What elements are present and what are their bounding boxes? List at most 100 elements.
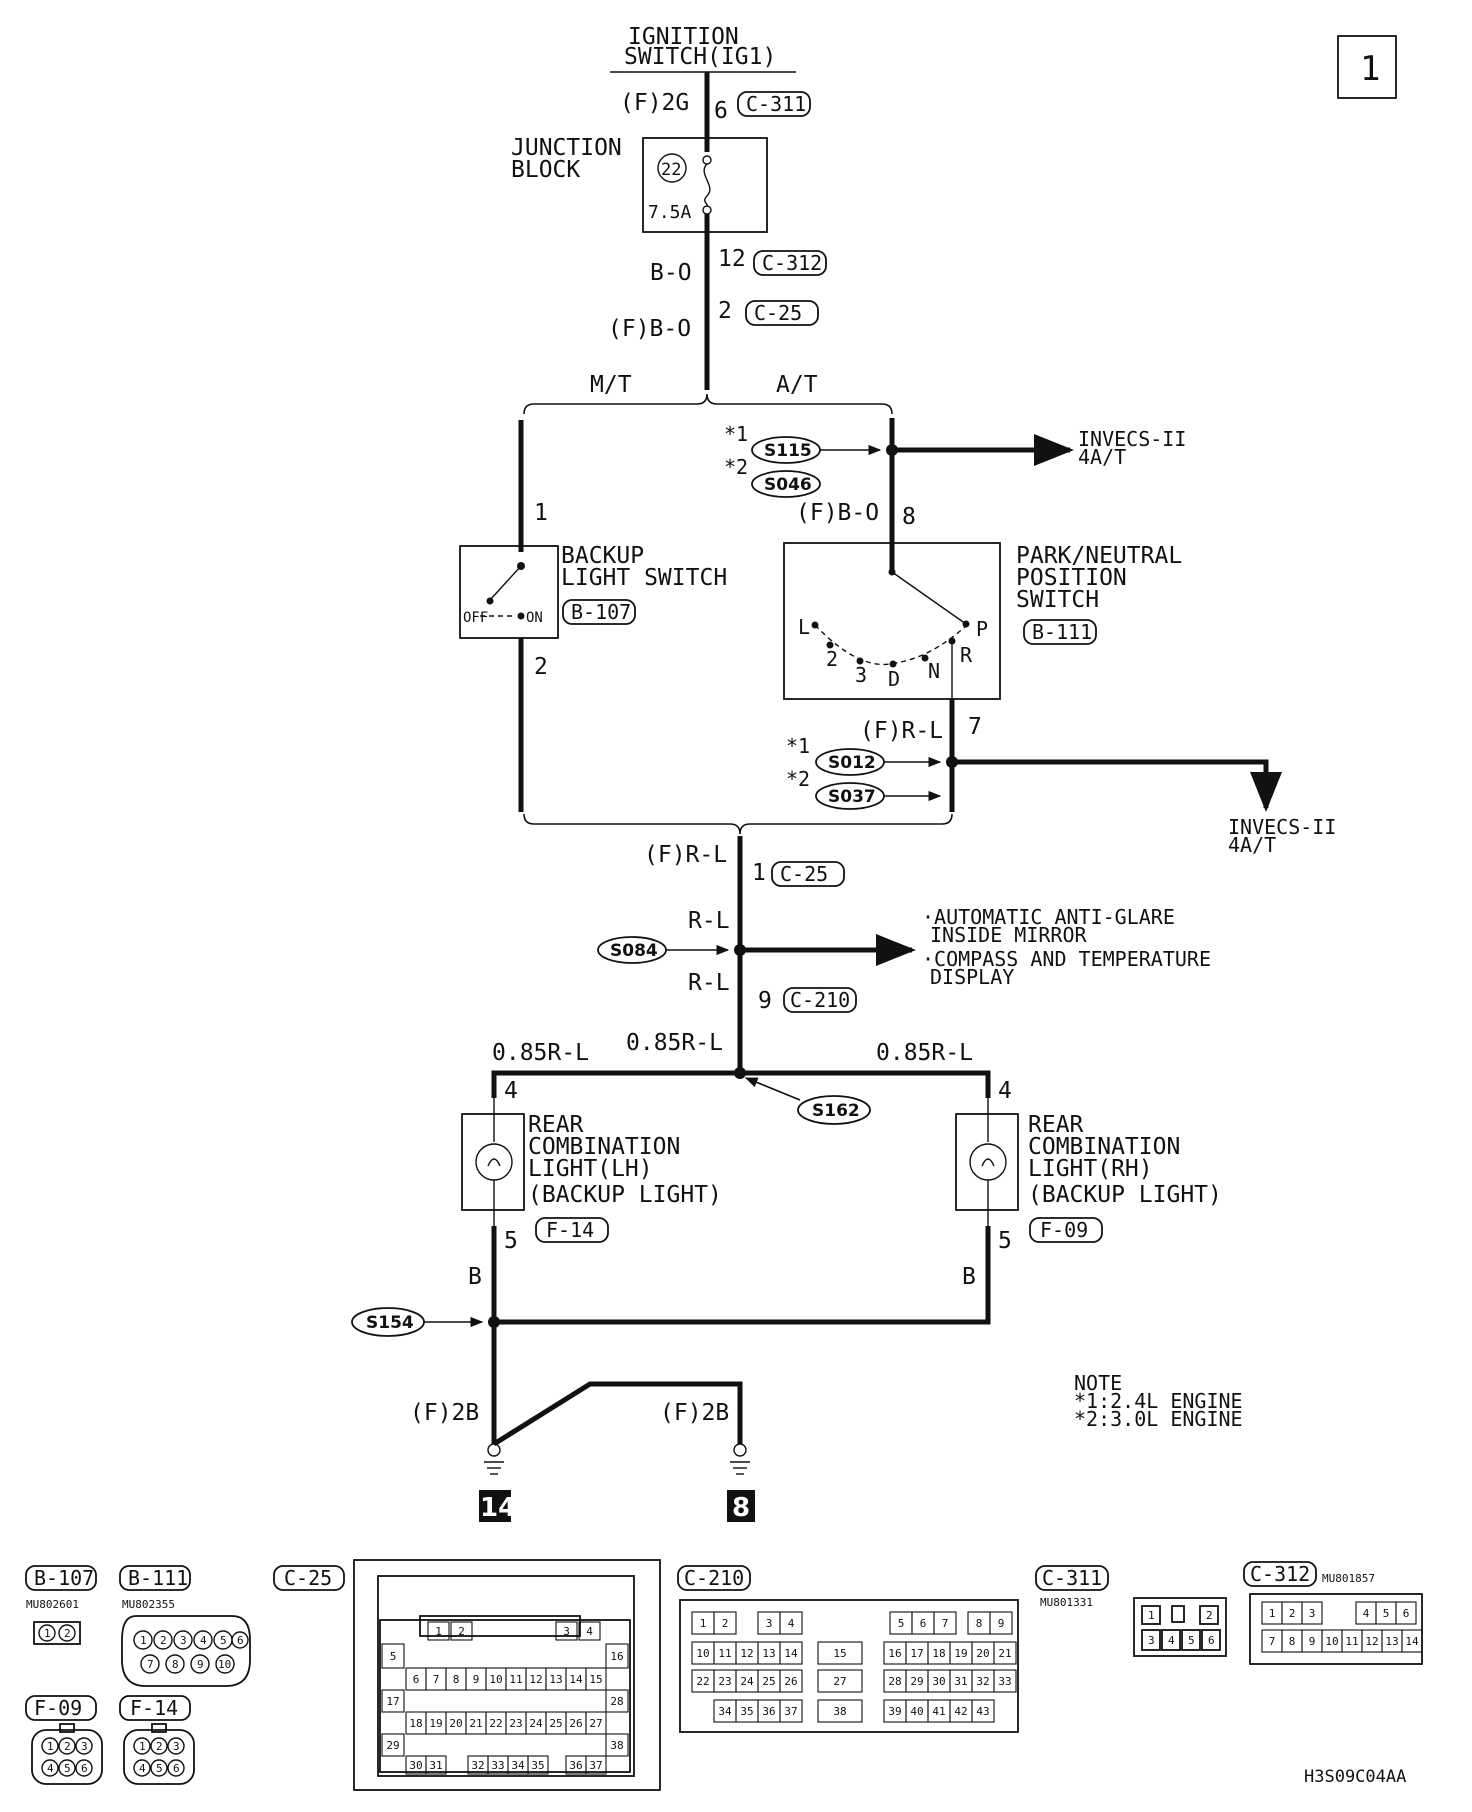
lamp-rh-pin-4: 4 [998,1078,1012,1104]
c25-pin: 6 [413,1673,420,1686]
svg-text:2: 2 [64,1740,71,1753]
c210-pin: 6 [920,1617,927,1630]
c25-pin: 18 [409,1717,422,1730]
c210-pin-cell [779,1611,803,1635]
c25-pin: 36 [569,1759,582,1772]
pos-3: 3 [855,663,867,687]
c25-pin: 32 [471,1759,484,1772]
c25-pin: 27 [589,1717,602,1730]
svg-text:B-107: B-107 [571,600,631,624]
svg-text:C-311: C-311 [1042,1566,1102,1590]
c25-pin-cell [605,1733,629,1757]
c210-pin: 27 [833,1675,846,1688]
svg-text:S154: S154 [366,1313,414,1333]
svg-text:3: 3 [81,1740,88,1753]
wire-fbo-label: (F)B-O [608,316,691,342]
fuse-element [703,163,711,207]
c311-part: MU801331 [1040,1596,1093,1609]
backup-switch-label-2: LIGHT SWITCH [561,565,727,591]
c25-pin: 33 [491,1759,504,1772]
connector-tag-f14: F-14 [535,1217,609,1243]
c210-pin-cell [989,1611,1013,1635]
mark-1-mid: *1 [786,734,810,758]
svg-text:S046: S046 [764,475,812,495]
branch-brace-bottom [523,813,953,835]
figure-code: H3S09C04AA [1304,1767,1406,1787]
c210-pin: 30 [932,1675,945,1688]
svg-text:4: 4 [1168,1634,1175,1647]
c25-pin-cell [381,1643,405,1669]
lamp-rh-line-4: (BACKUP LIGHT) [1028,1182,1222,1208]
svg-text:1: 1 [139,1740,146,1753]
c210-pin: 12 [740,1647,753,1660]
mirror-label-2: INSIDE MIRROR [930,923,1087,947]
c25-pin: 34 [511,1759,525,1772]
mark-1-top: *1 [724,422,748,446]
splice-s115: S115 [751,436,821,464]
c210-pin: 15 [833,1647,846,1660]
bulb-lh-icon [475,1143,513,1181]
c25-pin-cell [585,1711,607,1735]
connector-tag-c312: C-312 [753,250,827,276]
c210-pin: 4 [788,1617,795,1630]
svg-text:14: 14 [480,1493,516,1523]
c210-pin: 38 [833,1705,846,1718]
c25-pin: 30 [409,1759,422,1772]
c210-pin: 33 [998,1675,1011,1688]
jb-label-2: BLOCK [511,157,580,183]
lamp-lh-line-3: LIGHT(LH) [528,1156,653,1182]
mark-2-mid: *2 [786,767,810,791]
svg-text:7: 7 [147,1658,154,1671]
c25-pin: 15 [589,1673,602,1686]
pos-r: R [960,643,973,667]
c210-pin: 5 [898,1617,905,1630]
c210-pin: 42 [954,1705,967,1718]
svg-text:C-25: C-25 [754,301,802,325]
rear-combination-light-lh [461,1098,525,1226]
backup-switch-label-1: BACKUP [561,543,644,569]
c25-pin: 10 [489,1673,502,1686]
display-label-2: DISPLAY [930,965,1014,989]
c210-pin: 24 [740,1675,754,1688]
wire-f2g-label: (F)2G [620,90,689,116]
svg-text:2: 2 [64,1627,71,1640]
c312-pin: 13 [1385,1635,1398,1648]
splice-s012: S012 [815,748,885,776]
pos-n: N [928,659,940,683]
branch-mt-label: M/T [590,372,632,398]
c210-pin: 22 [696,1675,709,1688]
c210-pin: 18 [932,1647,945,1660]
mark-2-top: *2 [724,455,748,479]
svg-text:S037: S037 [828,787,876,807]
c312-pin-cell [1395,1601,1417,1625]
fuse-number: 22 [661,160,681,180]
connector-tag-b111: B-111 [1023,619,1097,645]
c210-pin: 29 [910,1675,923,1688]
splice-s084: S084 [597,936,667,964]
lamp-lh-pin-4: 4 [504,1078,518,1104]
c25-pin-cell [605,1689,629,1713]
svg-text:5: 5 [64,1762,71,1775]
invecs-bottom-1: INVECS-II [1228,815,1336,839]
connector-tag-c25-mid: C-25 [771,861,845,887]
c210-pin: 19 [954,1647,967,1660]
c25-pin: 24 [529,1717,543,1730]
c210-pin: 10 [696,1647,709,1660]
splice-s046: S046 [751,470,821,498]
c210-pin: 9 [998,1617,1005,1630]
c210-pin-cell [779,1669,803,1693]
c25-pin-cell [605,1643,629,1669]
c312-pin: 4 [1363,1607,1370,1620]
c210-pin-cell [779,1641,803,1665]
connector-tag-c311: C-311 [737,91,811,117]
svg-text:3: 3 [1148,1634,1155,1647]
invecs-bottom-2: 4A/T [1228,833,1276,857]
note-block: NOTE *1:2.4L ENGINE *2:3.0L ENGINE [1074,1371,1243,1431]
c312-pin-cell [1301,1601,1323,1625]
svg-text:F-14: F-14 [130,1696,178,1720]
feed-pin-9: 9 [758,988,772,1014]
